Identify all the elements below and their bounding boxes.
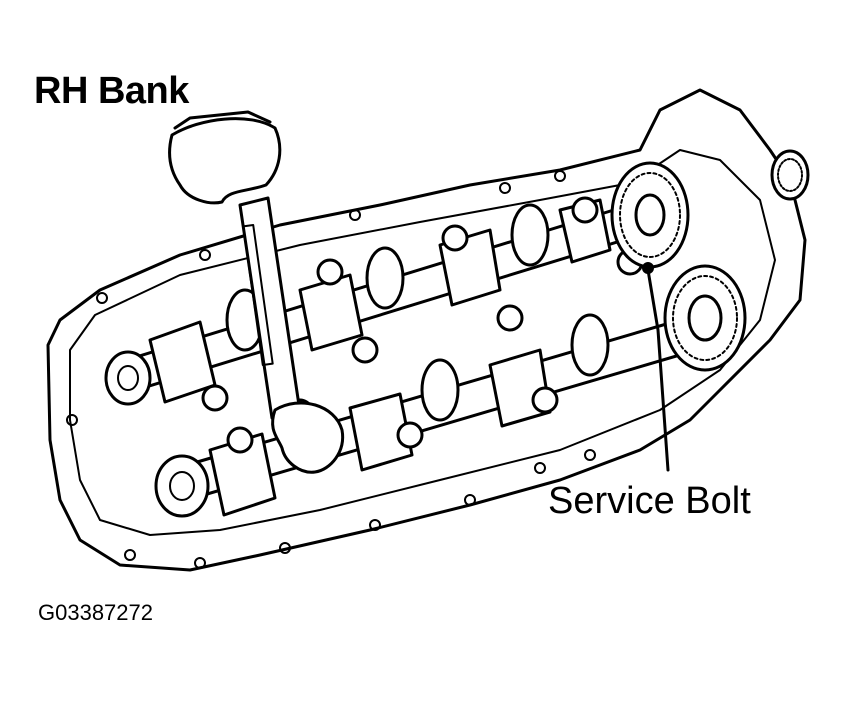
service-bolt-leader-line: [646, 268, 670, 472]
service-bolt: [642, 262, 654, 274]
hand-cuff: [173, 110, 272, 130]
cylinder-head-inner-rim: [69, 149, 776, 536]
lower-timing-sprocket: [663, 264, 747, 372]
service-bolt-label: Service Bolt: [548, 480, 751, 522]
bank-title: RH Bank: [34, 70, 189, 112]
wrench: [238, 196, 345, 474]
front-gear: [770, 149, 810, 201]
rim-bolt-holes: [66, 170, 596, 569]
hand-sleeve: [168, 117, 282, 205]
cylinder-head-outline: [46, 88, 807, 572]
figure-id: G03387272: [38, 600, 153, 625]
upper-timing-sprocket: [610, 161, 690, 269]
upper-camshaft: [104, 198, 642, 406]
